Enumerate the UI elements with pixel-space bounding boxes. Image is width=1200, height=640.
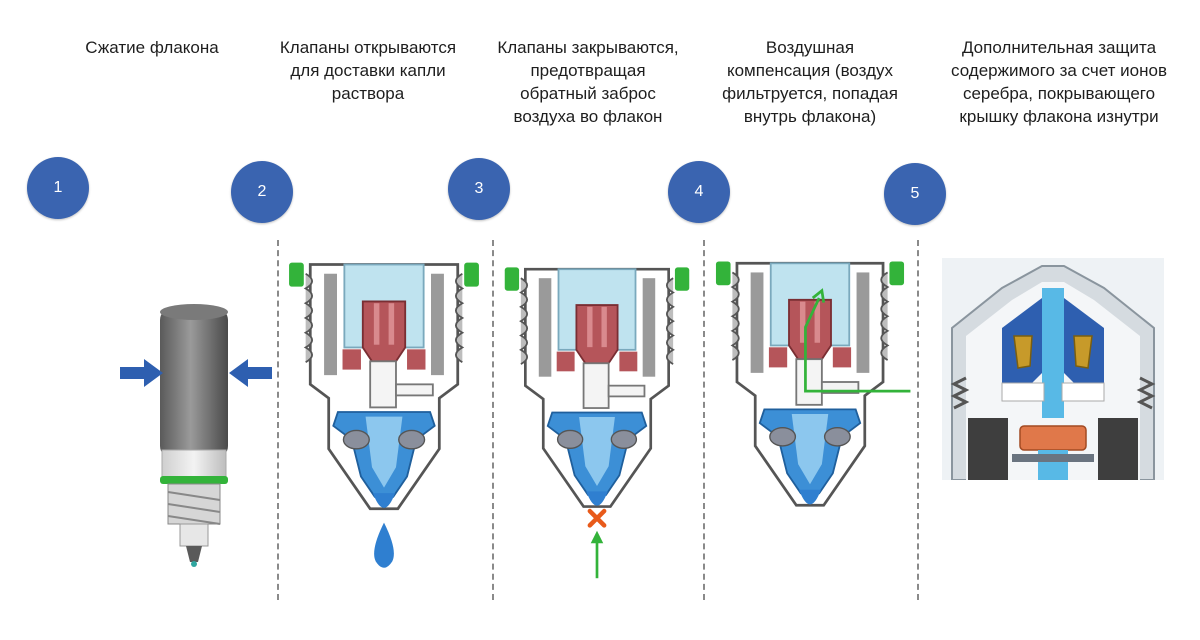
- bottle-illustration: [110, 300, 280, 580]
- red-x-icon: [587, 508, 607, 528]
- step-3-caption: Клапаны закрываются, предотвращая обратн…: [497, 38, 679, 126]
- air-compensation-illustration: [705, 232, 915, 532]
- step-1-caption: Сжатие флакона: [85, 38, 219, 57]
- water-drop-icon: [374, 522, 394, 568]
- divider-4: [917, 240, 919, 600]
- step-5-number: 5: [884, 163, 946, 225]
- divider-1: [277, 240, 279, 600]
- step-5-caption: Дополнительная защита содержимого за сче…: [951, 38, 1167, 126]
- divider-3: [703, 240, 705, 600]
- step-3-number: 3: [448, 158, 510, 220]
- silver-ion-cap-illustration: [942, 258, 1164, 480]
- step-1-number: 1: [27, 157, 89, 219]
- divider-2: [492, 240, 494, 600]
- step-4-number: 4: [668, 161, 730, 223]
- valves-open-illustration: [278, 232, 490, 592]
- squeeze-right-arrow-icon: [229, 359, 272, 387]
- step-4-caption: Воздушная компенсация (воздух фильтруетс…: [722, 38, 898, 126]
- green-arrow-icon: [590, 530, 604, 579]
- step-2-number: 2: [231, 161, 293, 223]
- squeeze-left-arrow-icon: [120, 359, 163, 387]
- valves-closed-illustration: [494, 232, 700, 602]
- step-2-caption: Клапаны открываются для доставки капли р…: [279, 38, 457, 103]
- airflow-arrow-icon: [804, 288, 911, 393]
